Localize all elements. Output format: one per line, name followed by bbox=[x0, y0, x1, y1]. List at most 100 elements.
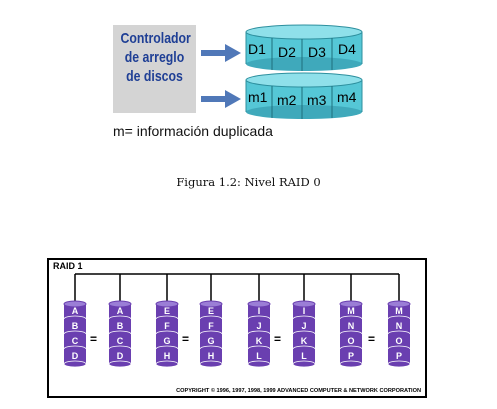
disk-label-d3: D3 bbox=[308, 44, 326, 60]
disk-stack-letter: P bbox=[347, 351, 354, 361]
controller-line-1: Controlador bbox=[120, 30, 191, 47]
disk-stack-letter: M bbox=[347, 306, 355, 316]
raid1-diagram bbox=[63, 273, 411, 368]
disk-platter bbox=[388, 334, 410, 349]
disk-stack-letter: L bbox=[256, 351, 262, 361]
disk-stack-letter: H bbox=[163, 351, 171, 361]
disk-platter bbox=[156, 334, 178, 349]
disk-stack-letter: F bbox=[208, 321, 214, 331]
disk-stack-letter: I bbox=[302, 306, 306, 316]
disk-stack-letter: P bbox=[395, 351, 402, 361]
raid0-figure: Controlador de arreglo de discos D1 D2 D… bbox=[110, 20, 366, 148]
disk-stack-cap bbox=[339, 300, 363, 308]
disk-stack-letter: J bbox=[301, 321, 307, 331]
disk-platter bbox=[388, 319, 410, 334]
disk-platter bbox=[248, 319, 270, 334]
disk-platter bbox=[109, 334, 131, 349]
disk-platter bbox=[64, 304, 86, 319]
disk-platter-rim bbox=[339, 360, 363, 368]
disk-stack-letter: M bbox=[395, 306, 403, 316]
disk-stack-cap bbox=[108, 300, 132, 308]
disk-stack-letter: E bbox=[163, 306, 170, 316]
disk-label-m1: m1 bbox=[248, 89, 268, 105]
disk-platter bbox=[64, 349, 86, 364]
disk-stack-letter: G bbox=[163, 336, 171, 346]
disk-stack-cap bbox=[292, 300, 316, 308]
figure-caption: Figura 1.2: Nivel RAID 0 bbox=[176, 175, 321, 189]
disk-stack-letter: K bbox=[300, 336, 308, 346]
disk-stack bbox=[63, 300, 87, 368]
disk-platter bbox=[64, 319, 86, 334]
disk-stack-letter: H bbox=[207, 351, 215, 361]
disk-stack-letter: J bbox=[256, 321, 262, 331]
disk-platter bbox=[248, 304, 270, 319]
controller-line-2: de arreglo bbox=[124, 49, 185, 66]
disk-stack-letter: C bbox=[116, 336, 124, 346]
disk-platter bbox=[109, 349, 131, 364]
disk-stack-cap bbox=[155, 300, 179, 308]
disk-platter bbox=[293, 334, 315, 349]
disk-label-m3: m3 bbox=[307, 92, 327, 108]
disk-stack-letter: A bbox=[116, 306, 124, 316]
arrow-right-icon bbox=[201, 90, 241, 108]
disk-platter bbox=[200, 304, 222, 319]
disk-platter bbox=[109, 319, 131, 334]
disk-stack-letter: D bbox=[116, 351, 124, 361]
disk-platter bbox=[248, 349, 270, 364]
disk-stack-letter: D bbox=[71, 351, 79, 361]
disk-stack bbox=[155, 300, 179, 368]
disk-stack-cap bbox=[247, 300, 271, 308]
disk-platter-rim bbox=[108, 360, 132, 368]
disk-platter-rim bbox=[292, 360, 316, 368]
disk-stack bbox=[247, 300, 271, 368]
disk-platter bbox=[156, 319, 178, 334]
disk-platter bbox=[388, 349, 410, 364]
disk-platter-rim bbox=[63, 360, 87, 368]
disk-stack-letter: A bbox=[71, 306, 79, 316]
disk-stack-letter: B bbox=[116, 321, 124, 331]
controller-label: Controlador de arreglo de discos bbox=[120, 29, 191, 86]
disk-stack bbox=[292, 300, 316, 368]
disk-platter bbox=[248, 334, 270, 349]
disk-platter-rim bbox=[199, 360, 223, 368]
disk-platter bbox=[156, 349, 178, 364]
disk-platter-rim bbox=[387, 360, 411, 368]
disk-platter bbox=[340, 334, 362, 349]
disk-stack-letter: I bbox=[257, 306, 261, 316]
controller-line-3: de discos bbox=[126, 68, 183, 85]
disk-label-m2: m2 bbox=[277, 92, 297, 108]
disk-stack bbox=[199, 300, 223, 368]
copyright-notice: COPYRIGHT © 1996, 1997, 1998, 1999 ADVAN… bbox=[176, 388, 421, 394]
disk-stack-letter: C bbox=[71, 336, 79, 346]
arrow-right-icon bbox=[201, 44, 241, 62]
disk-platter bbox=[293, 349, 315, 364]
controller-box: Controlador de arreglo de discos bbox=[113, 25, 196, 113]
disk-stack-letter: O bbox=[395, 336, 403, 346]
disk-platter bbox=[293, 304, 315, 319]
equals-sign: = bbox=[182, 332, 190, 346]
disk-stack-letter: N bbox=[347, 321, 355, 331]
disk-stack bbox=[387, 300, 411, 368]
legend-text: m= información duplicada bbox=[113, 123, 273, 139]
equals-sign: = bbox=[368, 332, 376, 346]
disk-label-d1: D1 bbox=[248, 41, 266, 57]
disk-stack-letter: B bbox=[71, 321, 79, 331]
raid1-title: RAID 1 bbox=[53, 261, 83, 271]
disk-stack-letter: K bbox=[255, 336, 263, 346]
disk-platter bbox=[340, 319, 362, 334]
disk-stack-cap bbox=[387, 300, 411, 308]
disk-array-primary: D1 D2 D3 D4 bbox=[244, 24, 364, 72]
disk-platter-rim bbox=[247, 360, 271, 368]
disk-stack-cap bbox=[199, 300, 223, 308]
equals-sign: = bbox=[90, 332, 98, 346]
disk-platter bbox=[109, 304, 131, 319]
disk-array-mirror: m1 m2 m3 m4 bbox=[244, 72, 364, 120]
disk-label-m4: m4 bbox=[337, 89, 357, 105]
disk-platter-rim bbox=[155, 360, 179, 368]
disk-stack-letter: N bbox=[395, 321, 403, 331]
disk-stack-letter: F bbox=[164, 321, 170, 331]
disk-stack bbox=[339, 300, 363, 368]
disk-platter bbox=[388, 304, 410, 319]
disk-stack bbox=[108, 300, 132, 368]
